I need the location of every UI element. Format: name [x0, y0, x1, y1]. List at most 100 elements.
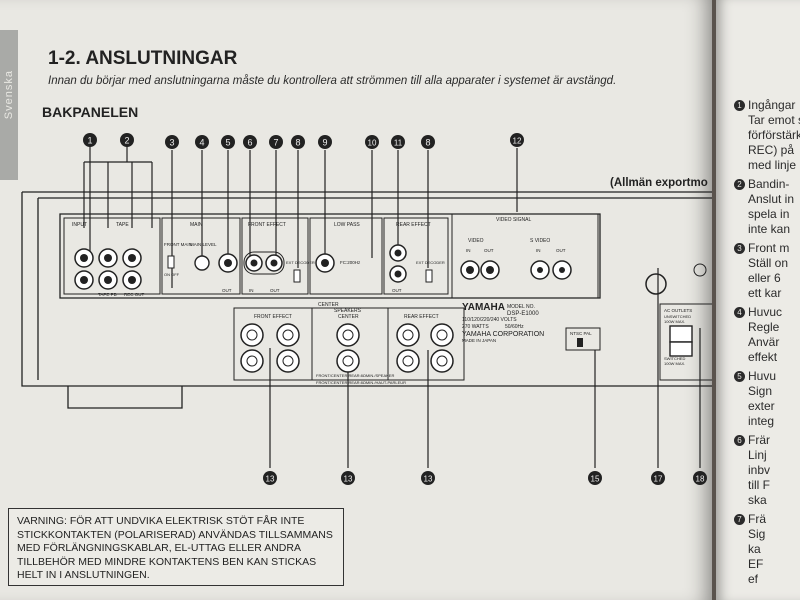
- label-tape: TAPE: [116, 222, 129, 228]
- section-tab-label: Svenska: [3, 70, 15, 120]
- facing-page-line-text: exter: [748, 399, 775, 413]
- label-unswitched-max: 100W MAX.: [664, 319, 685, 324]
- facing-page-line: inte kan: [748, 222, 790, 236]
- label-model-no: MODEL NO.: [507, 304, 535, 310]
- callout-17: 17: [654, 475, 663, 484]
- label-unswitched: UNSWITCHED: [664, 314, 691, 319]
- facing-page-line-text: Sig: [748, 527, 766, 541]
- facing-page-line-text: effekt: [748, 350, 778, 364]
- label-ext-decoder-2: EXT DECODER: [416, 260, 445, 265]
- label-input: INPUT: [72, 222, 87, 228]
- label-low-pass: LOW PASS: [334, 222, 360, 228]
- facing-page-number: 5: [734, 371, 745, 382]
- callout-12: 12: [513, 137, 522, 146]
- callout-2: 2: [124, 136, 129, 146]
- facing-page-line-text: Frä: [748, 512, 766, 526]
- callout-6: 6: [247, 138, 252, 148]
- label-tape-pb: TAPE PB: [98, 292, 117, 297]
- callout-8: 8: [295, 138, 300, 148]
- facing-page-number: 6: [734, 435, 745, 446]
- nameplate: YAMAHA MODEL NO. DSP-E1000 110/120/220/2…: [462, 302, 544, 343]
- label-volts: 110/120/220/240 VOLTS: [462, 317, 517, 323]
- facing-page-line-text: Sign: [748, 384, 773, 398]
- callout-5: 5: [225, 138, 230, 148]
- label-video-out: OUT: [484, 248, 494, 253]
- callout-9: 9: [322, 138, 327, 148]
- label-ext-decoder-1: EXT DECODER: [286, 260, 315, 265]
- label-made-in: MADE IN JAPAN: [462, 338, 496, 343]
- rear-panel-diagram: 1 2 3 4 5 6 7 8 9 10 11 8 12 13 13 13 15…: [21, 133, 712, 485]
- facing-page-line: ka: [748, 542, 761, 556]
- page-title: 1-2. ANSLUTNINGAR: [48, 48, 238, 69]
- callout-3: 3: [169, 138, 174, 148]
- facing-page-line: Ställ on: [748, 256, 788, 270]
- label-svideo-out: OUT: [556, 248, 566, 253]
- label-center: CENTER: [318, 302, 339, 308]
- label-front-in: IN: [249, 288, 254, 293]
- label-speakers: SPEAKERS: [334, 308, 362, 314]
- facing-page-line-text: Ställ on: [748, 256, 789, 270]
- facing-page-line-text: med linje: [748, 158, 797, 172]
- rear-effect-section: REAR EFFECT OUT EXT DECODER: [383, 217, 449, 295]
- label-main: MAIN: [190, 222, 203, 228]
- callout-8b: 8: [425, 138, 430, 148]
- facing-page-line-text: inte kan: [748, 222, 791, 236]
- callout-lines: [83, 142, 701, 468]
- label-video: VIDEO: [468, 238, 484, 244]
- facing-page-line: spela in: [748, 207, 789, 221]
- facing-page-line: eller 6: [748, 271, 781, 285]
- input-tape-section: INPUT TAPE TAPE PB REC OUT: [63, 217, 161, 297]
- facing-page-line: till F: [748, 478, 770, 492]
- label-sp-center: CENTER: [338, 314, 359, 320]
- facing-page-line: effekt: [748, 350, 777, 364]
- facing-page-line-text: integ: [748, 414, 775, 428]
- video-signal-section: VIDEO SIGNAL VIDEO S VIDEO IN OUT IN OUT: [451, 213, 599, 299]
- label-rear-effect: REAR EFFECT: [396, 222, 431, 228]
- facing-page-line-text: Tar emot s: [748, 113, 800, 127]
- facing-page-line-text: Frär: [748, 433, 770, 447]
- facing-page-line-text: Huvu: [748, 369, 777, 383]
- facing-page-line: REC) på: [748, 143, 794, 157]
- label-sp-rear-effect: REAR EFFECT: [404, 314, 439, 320]
- low-pass-section: LOW PASS FC:200Hz CENTER: [309, 217, 383, 308]
- facing-page-line-text: Anslut in: [748, 192, 795, 206]
- callout-10: 10: [368, 139, 377, 148]
- facing-page-line: förförstärk: [748, 128, 800, 142]
- facing-page-line-text: Huvuc: [748, 305, 783, 319]
- label-low-pass-freq: FC:200Hz: [340, 260, 361, 265]
- speakers-section: SPEAKERS FRONT EFFECT CENTER REAR EFFECT…: [233, 307, 465, 385]
- facing-page-line-text: Anvär: [748, 335, 780, 349]
- callout-13c: 13: [424, 475, 433, 484]
- facing-page-line: med linje: [748, 158, 796, 172]
- label-impedance-2: FRONT/CENTER:REAR:8ΩMIN./HAUT-PARLEUR: [316, 380, 406, 385]
- label-on-off: ON OFF: [164, 272, 180, 277]
- label-svideo-in: IN: [536, 248, 541, 253]
- facing-page-number: 3: [734, 243, 745, 254]
- facing-page-line: Linj: [748, 448, 767, 462]
- label-front-main: FRONT MAIN: [164, 242, 192, 247]
- callout-11: 11: [394, 139, 403, 148]
- callout-13b: 13: [344, 475, 353, 484]
- facing-page-number: 7: [734, 514, 745, 525]
- facing-page-line: ska: [748, 493, 767, 507]
- callout-7: 7: [273, 138, 278, 148]
- label-ac-outlets: AC OUTLETS: [664, 308, 692, 313]
- section-tab: Svenska: [0, 30, 18, 180]
- facing-page-line-text: spela in: [748, 207, 790, 221]
- main-section: MAIN FRONT MAIN ON OFF MAIN LEVEL OUT: [161, 217, 241, 295]
- intro-text: Innan du börjar med anslutningarna måste…: [48, 75, 617, 87]
- brand-label: YAMAHA: [462, 302, 505, 313]
- ac-outlets-section: AC OUTLETS UNSWITCHED 100W MAX. SWITCHED…: [645, 263, 712, 381]
- general-export-label: (Allmän exportmo: [610, 177, 708, 189]
- facing-page-line-text: ska: [748, 493, 767, 507]
- label-corp: YAMAHA CORPORATION: [462, 331, 544, 338]
- label-sp-front-effect: FRONT EFFECT: [254, 314, 292, 320]
- label-main-level: MAIN LEVEL: [190, 242, 217, 247]
- facing-page-line: ef: [748, 572, 758, 586]
- facing-page-line: integ: [748, 414, 774, 428]
- label-ntsc-pal: NTSC PAL: [570, 331, 592, 336]
